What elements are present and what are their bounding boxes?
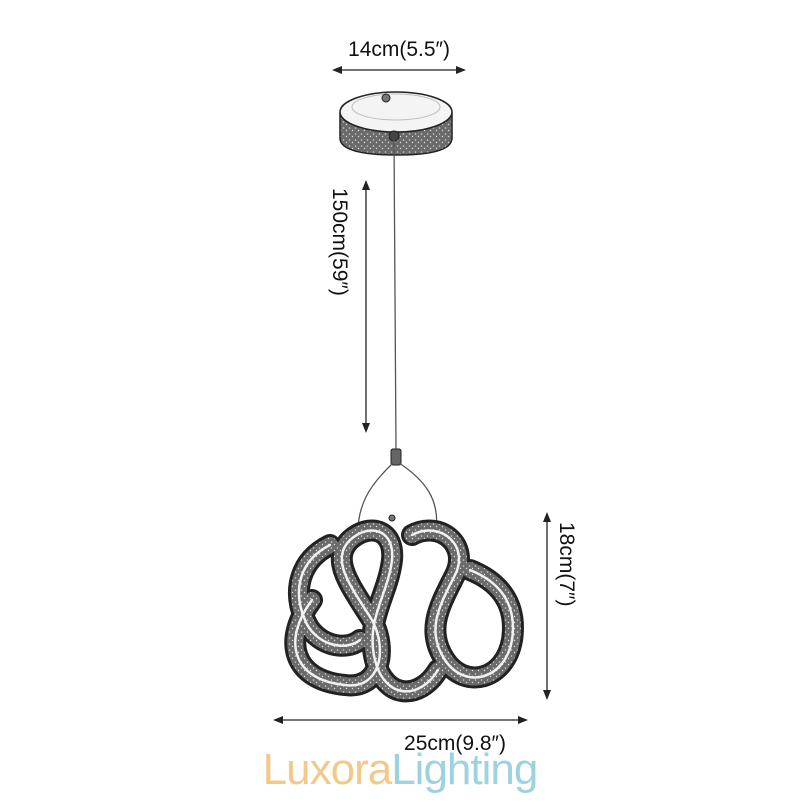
suspension-cable (393, 139, 397, 451)
fixture-height-dimension: 18cm(7″) (543, 512, 578, 700)
canopy-width-dimension: 14cm(5.5″) (332, 38, 466, 74)
fixture-height-label: 18cm(7″) (555, 522, 578, 606)
ceiling-canopy (339, 91, 453, 156)
pendant-fixture (284, 519, 524, 703)
hanger-assembly (357, 448, 438, 541)
fixture-width-dimension: 25cm(9.8″) (273, 716, 528, 755)
brand-watermark: LuxoraLighting (0, 745, 800, 795)
cable-length-dimension: 150cm(59″) (328, 180, 370, 433)
brand-name-part1: Luxora (262, 745, 393, 794)
brand-name-part2: Lighting (391, 745, 538, 794)
cable-length-label: 150cm(59″) (328, 188, 351, 296)
canopy-width-label: 14cm(5.5″) (348, 38, 450, 61)
fixture-width-label: 25cm(9.8″) (404, 732, 506, 755)
